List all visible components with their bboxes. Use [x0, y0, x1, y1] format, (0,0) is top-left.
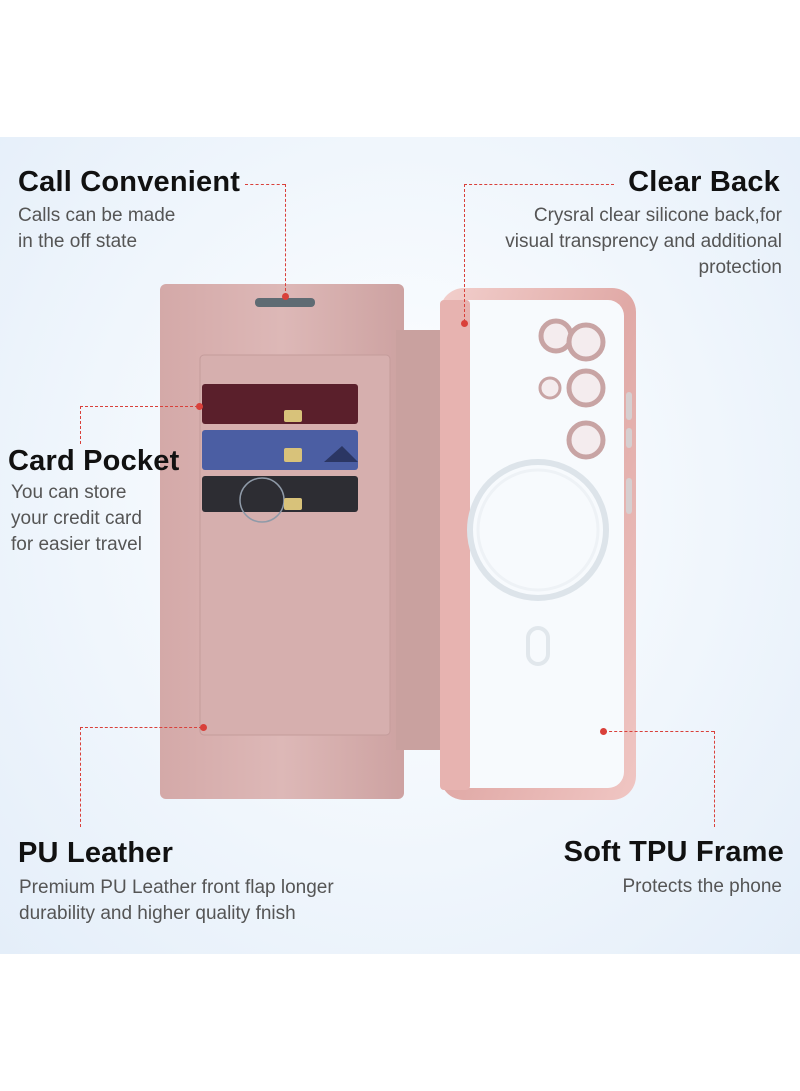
pu-leather-line1: Premium PU Leather front flap longer [19, 877, 334, 898]
card-pocket-line2: your credit card [11, 508, 142, 529]
pu-leather-title: PU Leather [18, 837, 174, 869]
connector-call-h [245, 184, 285, 185]
connector-card-v [80, 406, 81, 444]
tpu-frame-line1: Protects the phone [622, 876, 783, 897]
card-pocket-line1: You can store [11, 482, 127, 503]
connector-tpu-h [604, 731, 714, 732]
connector-clear-dot [461, 320, 468, 327]
earpiece-slot [255, 298, 315, 307]
clear-case [440, 288, 636, 800]
connector-pu-v [80, 727, 81, 827]
leather-flap [160, 284, 442, 799]
connector-clear-h [464, 184, 614, 185]
card-pocket-line3: for easier travel [11, 534, 142, 555]
clear-back-line3: protection [698, 257, 782, 278]
connector-call-dot [282, 293, 289, 300]
tpu-frame-title: Soft TPU Frame [563, 836, 784, 868]
card-stack [202, 384, 358, 523]
connector-clear-v [464, 184, 465, 322]
clear-back-line2: visual transprency and additional [505, 231, 782, 252]
connector-tpu-v [714, 731, 715, 827]
connector-card-dot [196, 403, 203, 410]
clear-back-line1: Crysral clear silicone back,for [533, 205, 782, 226]
card-pocket-title: Card Pocket [8, 445, 180, 477]
call-convenient-line1: Calls can be made [18, 205, 176, 226]
connector-pu-dot [200, 724, 207, 731]
connector-tpu-dot [600, 728, 607, 735]
connector-call-v [285, 184, 286, 296]
pu-leather-line2: durability and higher quality fnish [19, 903, 296, 924]
connector-card-h [80, 406, 198, 407]
connector-pu-h [80, 727, 202, 728]
call-convenient-line2: in the off state [18, 231, 138, 252]
call-convenient-title: Call Convenient [18, 166, 241, 198]
clear-back-title: Clear Back [628, 166, 780, 198]
